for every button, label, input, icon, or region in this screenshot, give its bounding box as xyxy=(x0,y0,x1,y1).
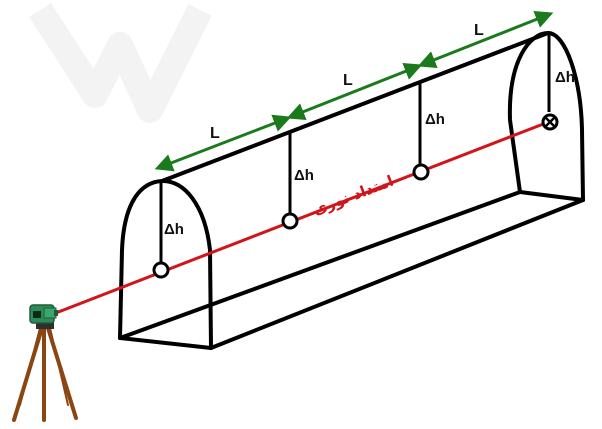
tripod-icon xyxy=(12,326,78,422)
delta-h-label-3: Δh xyxy=(425,111,445,128)
watermark xyxy=(29,2,212,123)
crown-line xyxy=(160,31,550,183)
total-station-icon xyxy=(29,304,58,329)
bottom-right-edge xyxy=(209,198,585,350)
segment-arrow-2 xyxy=(286,62,423,121)
optical-beam-label: امتداد نوری xyxy=(310,172,396,219)
segment-label-1: L xyxy=(210,125,220,142)
target-point-1 xyxy=(152,261,170,279)
segment-arrow-3 xyxy=(417,10,554,69)
delta-h-lines xyxy=(159,33,551,262)
segment-label-3: L xyxy=(474,22,484,39)
segment-label-2: L xyxy=(343,72,353,89)
delta-h-label-2: Δh xyxy=(294,167,314,184)
optical-beam-line xyxy=(47,119,552,318)
target-point-3 xyxy=(412,163,430,181)
segment-arrows xyxy=(154,10,554,172)
delta-h-label-4: Δh xyxy=(555,69,575,86)
bottom-near-edge xyxy=(118,336,213,350)
crosshair-marks xyxy=(544,116,556,128)
bottom-far-edge xyxy=(518,190,585,202)
segment-arrow-1 xyxy=(154,114,292,172)
target-point-2 xyxy=(281,212,299,230)
bottom-left-edge xyxy=(118,190,522,340)
delta-h-label-1: Δh xyxy=(164,221,184,238)
